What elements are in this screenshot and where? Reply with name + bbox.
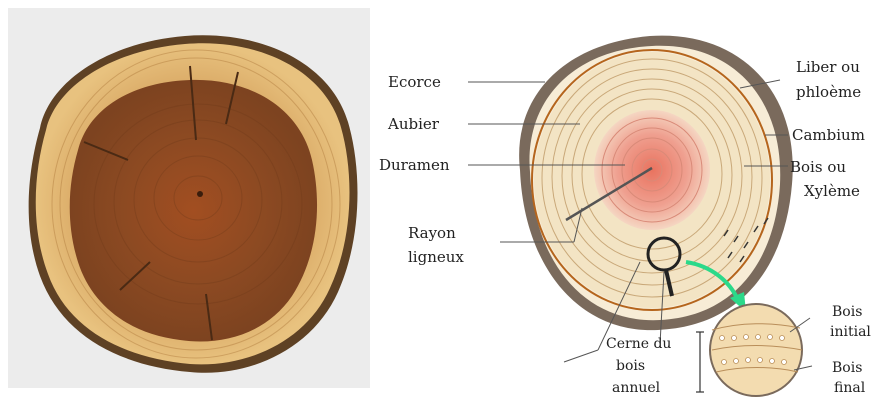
label-bois-initial-1: Bois	[832, 304, 862, 320]
trunk-photo	[8, 8, 370, 388]
label-aubier: Aubier	[387, 115, 440, 133]
label-duramen: Duramen	[379, 156, 450, 174]
label-phloeme: phloème	[796, 83, 861, 101]
label-bois-ou: Bois ou	[790, 158, 846, 176]
label-bois-final-2: final	[834, 380, 866, 396]
photo-pith	[197, 191, 203, 197]
label-ecorce: Ecorce	[388, 73, 441, 91]
label-bois: bois	[616, 358, 645, 374]
label-cerne-du: Cerne du	[606, 336, 671, 352]
zoom-detail-circle	[710, 304, 802, 396]
label-annuel: annuel	[612, 380, 661, 396]
label-xyleme: Xylème	[804, 182, 860, 200]
label-cambium: Cambium	[792, 126, 865, 144]
label-bois-initial-2: initial	[830, 324, 871, 340]
label-bois-final-1: Bois	[832, 360, 862, 376]
label-rayon: Rayon	[408, 224, 456, 242]
annual-ring-bracket	[696, 332, 704, 392]
schematic-trunk	[519, 36, 793, 331]
label-ligneux: ligneux	[408, 248, 464, 266]
label-liber: Liber ou	[796, 58, 860, 76]
